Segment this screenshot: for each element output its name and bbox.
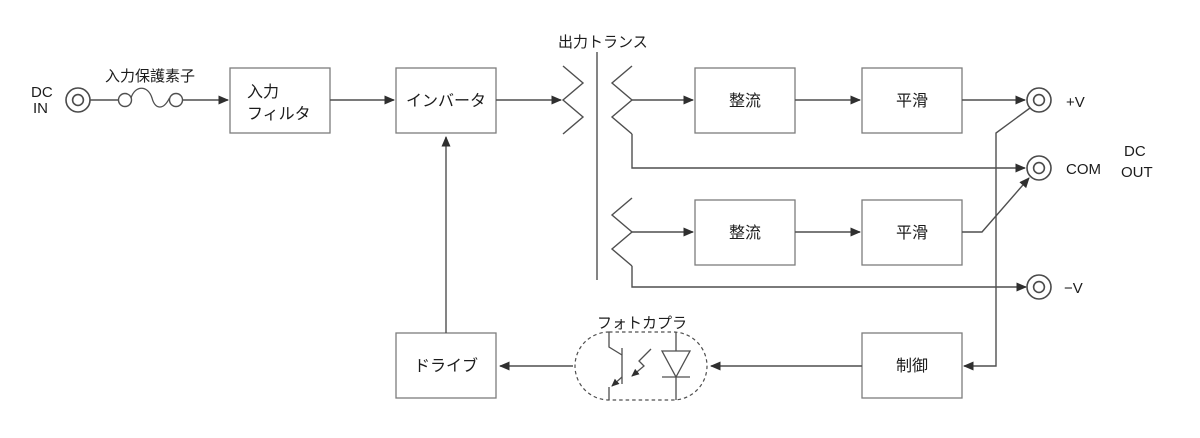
secondary-winding-bottom-icon [610,197,634,267]
drive-label: ドライブ [414,356,478,375]
fuse-icon [117,87,184,108]
photodiode-icon [660,332,692,400]
rectifier-bottom-block [694,199,796,266]
rectifier-top-label: 整流 [729,92,761,110]
control-block [861,332,963,399]
output-transformer-symbol [561,52,634,280]
input-protection-label: 入力保護素子 [105,68,195,85]
primary-winding-icon [561,65,585,135]
smoothing-top-block [861,67,963,134]
smoothing-bottom-block [861,199,963,266]
dc-in-label-line2: IN [33,100,48,117]
output-transformer-label: 出力トランス [558,34,648,51]
plus-v-label: +V [1066,94,1085,111]
photocoupler-label: フォトカプラ [597,315,687,332]
rectifier-top-block [694,67,796,134]
input-filter-block [229,67,331,134]
minus-v-label: −V [1064,280,1083,297]
dc-in-label-line1: DC [31,84,53,101]
photocoupler-outline [574,331,708,401]
drive-block [395,332,497,399]
control-label: 制御 [896,357,928,375]
phototransistor-icon [608,332,623,400]
rectifier-bottom-label: 整流 [729,224,761,242]
photocoupler-symbol [574,331,708,401]
dc-in-terminal-icon [65,87,91,113]
dc-out-label-line2: OUT [1121,164,1153,181]
smoothing-bottom-label: 平滑 [896,224,928,242]
smoothing-bottom-to-com-wire [962,177,1030,233]
input-filter-label-line2: フィルタ [247,105,311,123]
inverter-block [395,67,497,134]
secondary-winding-top-icon [610,65,634,135]
winding-to-minusv-wire [631,266,1027,292]
voltage-sense-to-control-wire [963,107,1031,371]
input-filter-label-line1: 入力 [247,83,279,101]
dc-out-label-line1: DC [1124,143,1146,160]
inverter-label: インバータ [406,92,486,110]
com-label: COM [1066,161,1101,178]
smoothing-top-label: 平滑 [896,92,928,110]
minus-v-terminal-icon [1026,274,1052,300]
winding-to-com-wire [631,134,1026,173]
com-terminal-icon [1026,155,1052,181]
light-arrow-icon [631,348,652,377]
plus-v-terminal-icon [1026,87,1052,113]
